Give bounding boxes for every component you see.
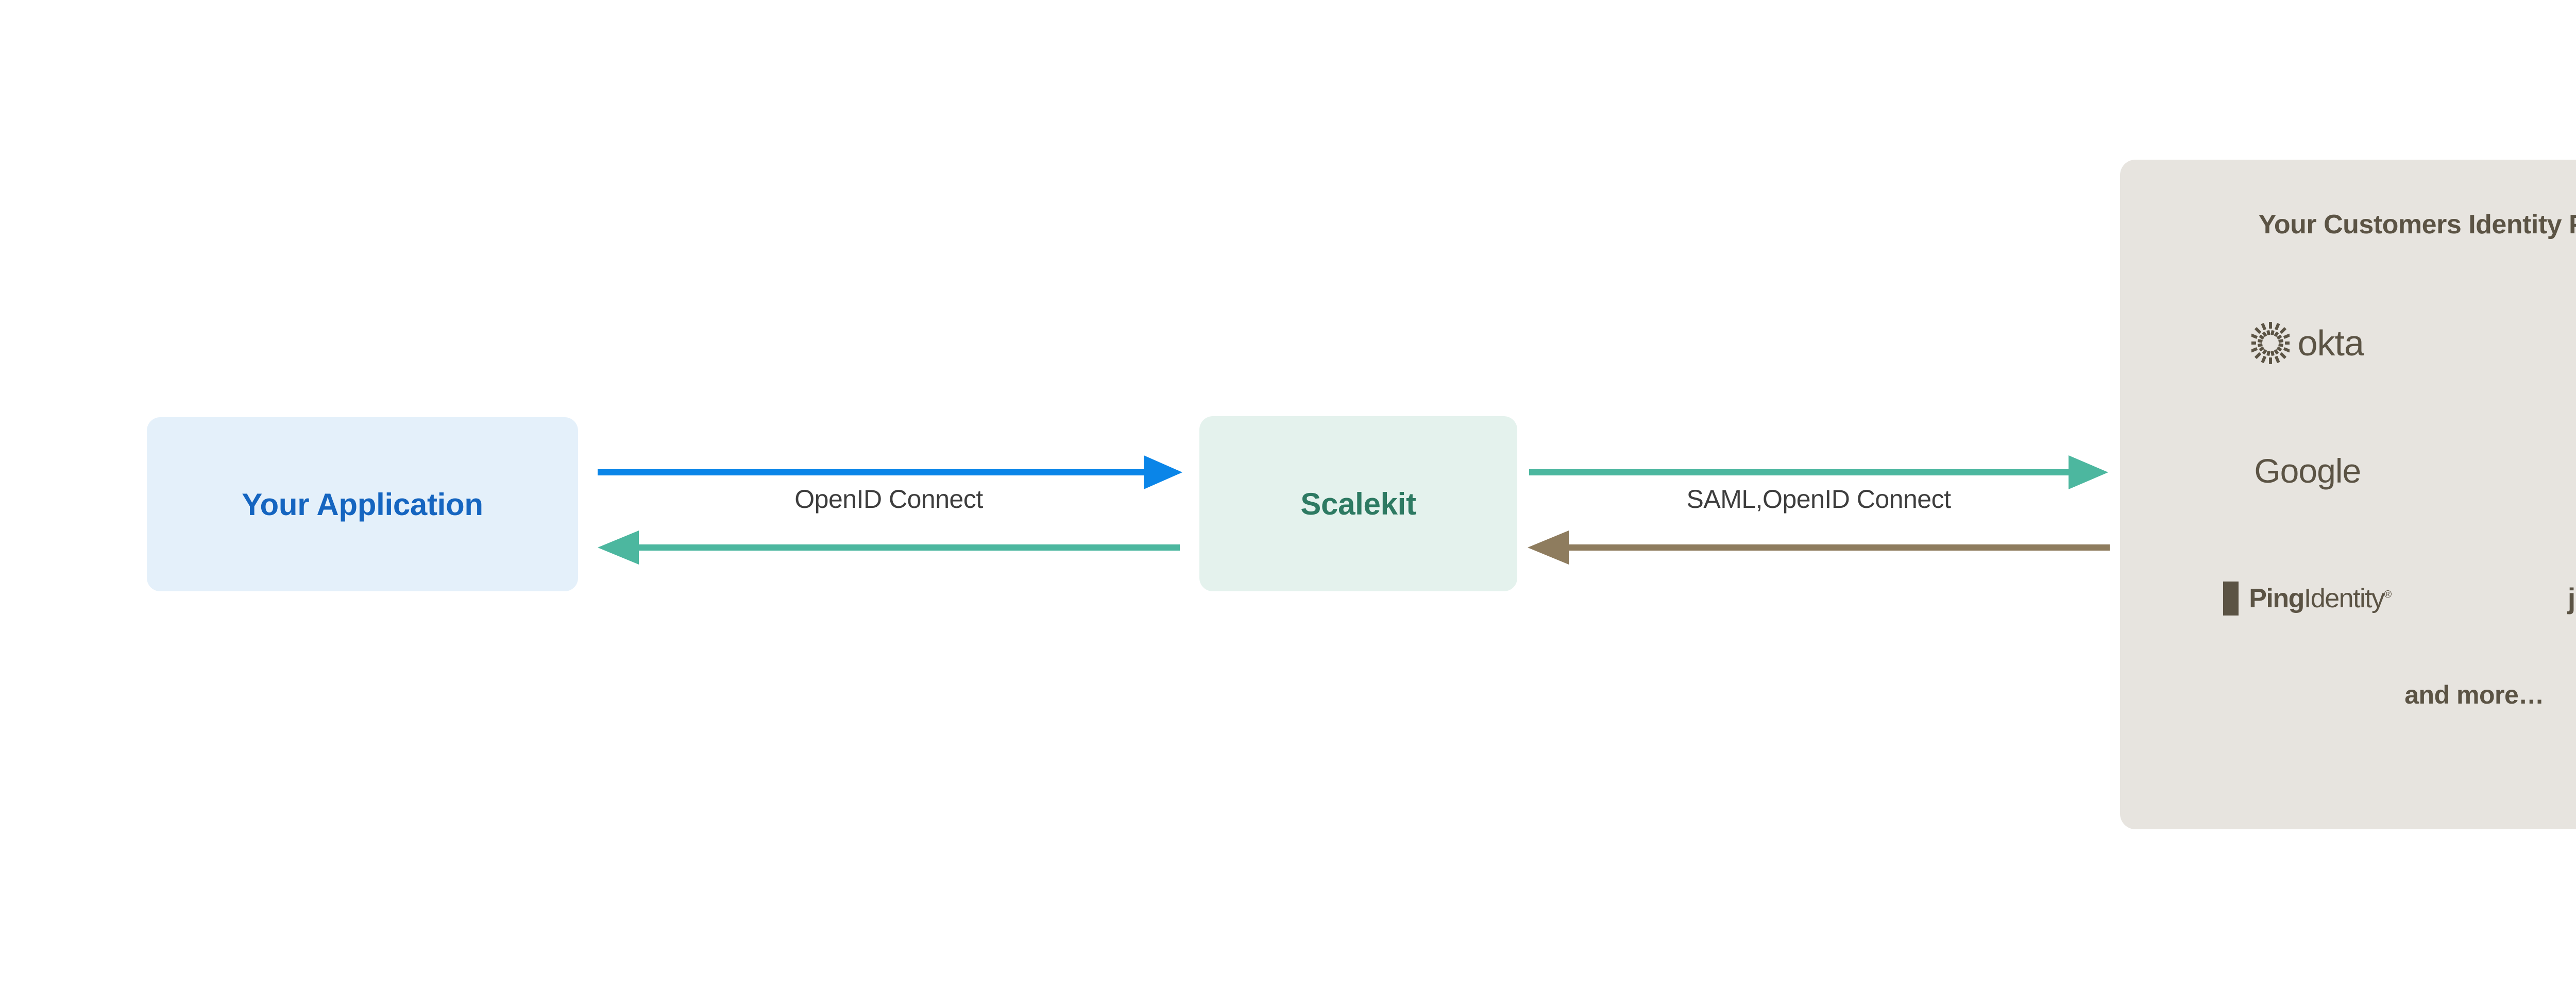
provider-okta-wordmark: okta (2297, 323, 2364, 363)
connector-scalekit-to-app (598, 531, 1180, 565)
ping-square-icon (2223, 582, 2239, 616)
provider-google-wordmark: Google (2254, 452, 2361, 490)
identity-providers-title: Your Customers Identity Providers (2258, 210, 2576, 240)
connector-idp-to-scalekit (1528, 531, 2110, 565)
arrow-head-green-left (598, 531, 639, 565)
registered-mark: ® (2384, 589, 2392, 601)
provider-ping-identity-wordmark-light: Identity (2303, 584, 2385, 613)
identity-providers-grid: okta Azure Google onelogin Ping (2141, 279, 2576, 662)
node-scalekit-label: Scalekit (1300, 486, 1416, 521)
identity-providers-more-label: and more… (2404, 680, 2544, 709)
provider-ping-identity[interactable]: PingIdentity® (2223, 582, 2392, 616)
identity-providers-panel: Your Customers Identity Providers (2120, 160, 2576, 829)
connector-label-saml-openid-connect: SAML,OpenID Connect (1686, 485, 1952, 514)
arrow-head-green-right (2069, 455, 2108, 489)
provider-google[interactable]: Google (2254, 454, 2361, 488)
arrow-head-brown (1528, 531, 1569, 565)
connector-scalekit-to-idp (1529, 455, 2108, 489)
provider-okta[interactable]: okta (2251, 321, 2364, 365)
node-your-application-label: Your Application (242, 487, 483, 522)
node-your-application[interactable]: Your Application (147, 417, 578, 591)
provider-ping-identity-wordmark: Ping (2249, 584, 2304, 613)
arrow-head-blue (1144, 455, 1182, 489)
connector-app-to-scalekit (598, 455, 1182, 489)
node-scalekit[interactable]: Scalekit (1199, 416, 1517, 591)
okta-sunburst-icon (2251, 322, 2290, 364)
provider-jumpcloud-wordmark: jumpcloud (2567, 582, 2576, 614)
connector-label-openid-connect: OpenID Connect (794, 485, 983, 514)
provider-jumpcloud[interactable]: jumpcloud™ (2568, 584, 2576, 613)
